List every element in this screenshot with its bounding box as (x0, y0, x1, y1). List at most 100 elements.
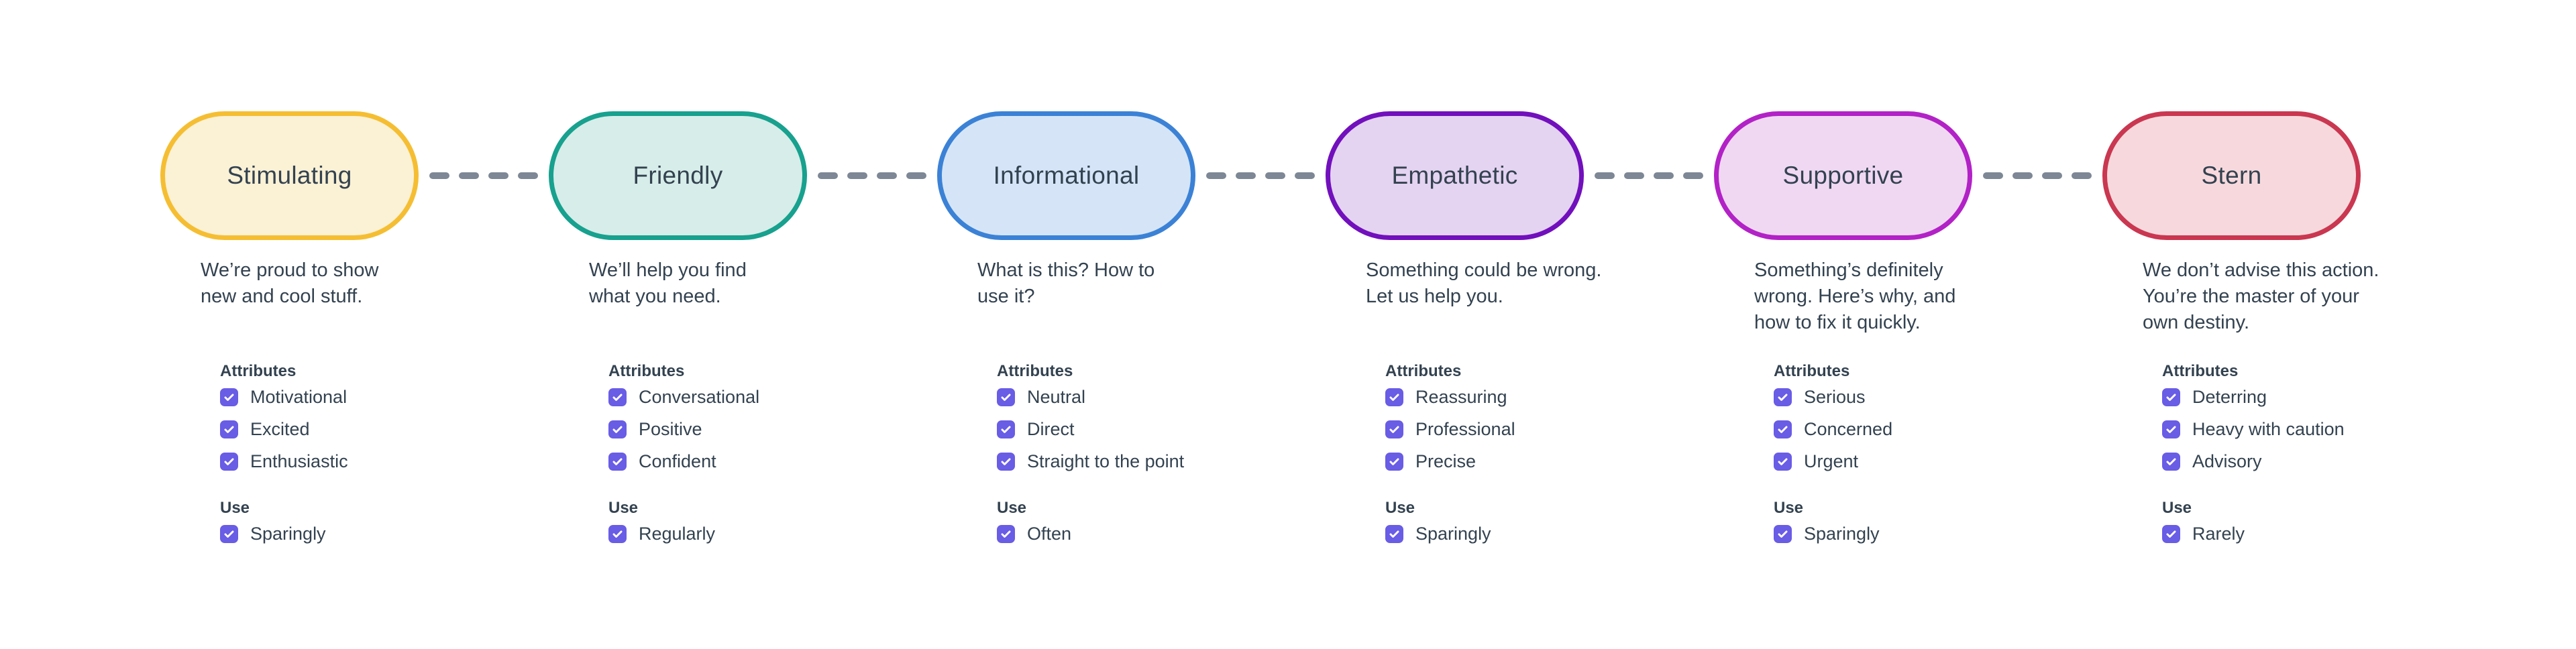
attribute-checkbox-row[interactable]: Positive (608, 413, 759, 445)
attributes-heading: Attributes (608, 362, 685, 380)
checkbox-checked-icon[interactable] (1774, 452, 1792, 471)
checkbox-checked-icon[interactable] (1385, 388, 1403, 406)
tone-pill: Informational (937, 111, 1195, 240)
connector-dash (459, 172, 479, 179)
attribute-label: Advisory (2192, 451, 2262, 471)
tone-description: We’re proud to show new and cool stuff. (201, 259, 379, 307)
dashed-connector (818, 172, 926, 179)
attribute-label: Excited (250, 418, 310, 439)
tone-pill: Stimulating (160, 111, 419, 240)
checkbox-checked-icon[interactable] (2162, 420, 2180, 438)
connector-dash (2042, 172, 2062, 179)
attribute-checkbox-row[interactable]: Excited (220, 413, 348, 445)
use-checkbox-row[interactable]: Sparingly (1385, 518, 1515, 550)
tone-details: Attributes Neutral Direct Straight to th… (997, 362, 1184, 550)
tone-details: Attributes Motivational Excited Enthusia… (220, 362, 348, 550)
tone-pill-label: Friendly (633, 162, 723, 189)
checkbox-checked-icon[interactable] (220, 420, 238, 438)
checkbox-checked-icon[interactable] (608, 388, 627, 406)
attribute-checkbox-row[interactable]: Confident (608, 445, 759, 477)
checkbox-checked-icon[interactable] (2162, 388, 2180, 406)
attribute-checkbox-row[interactable]: Concerned (1774, 413, 1892, 445)
tone-details: Attributes Deterring Heavy with caution … (2162, 362, 2345, 550)
tone-pill-label: Empathetic (1391, 162, 1518, 189)
tone-description: We don’t advise this action. You’re the … (2143, 259, 2379, 333)
connector-dash (2012, 172, 2033, 179)
use-checkbox-row[interactable]: Sparingly (1774, 518, 1892, 550)
use-label: Sparingly (1415, 523, 1491, 544)
checkbox-checked-icon[interactable] (608, 524, 627, 543)
dashed-connector (1983, 172, 2092, 179)
dashed-connector (429, 172, 538, 179)
connector-dash (518, 172, 538, 179)
checkbox-checked-icon[interactable] (1774, 420, 1792, 438)
attribute-checkbox-row[interactable]: Neutral (997, 381, 1184, 413)
use-label: Often (1027, 523, 1072, 544)
use-heading: Use (220, 499, 250, 517)
checkbox-checked-icon[interactable] (1385, 452, 1403, 471)
dashed-connector (1595, 172, 1703, 179)
connector-dash (429, 172, 449, 179)
attribute-checkbox-row[interactable]: Straight to the point (997, 445, 1184, 477)
connector-dash (818, 172, 838, 179)
attribute-checkbox-row[interactable]: Conversational (608, 381, 759, 413)
use-checkbox-row[interactable]: Often (997, 518, 1184, 550)
checkbox-checked-icon[interactable] (1774, 524, 1792, 543)
checkbox-checked-icon[interactable] (220, 388, 238, 406)
attribute-label: Straight to the point (1027, 451, 1185, 471)
checkbox-checked-icon[interactable] (1385, 420, 1403, 438)
attribute-checkbox-row[interactable]: Professional (1385, 413, 1515, 445)
checkbox-checked-icon[interactable] (2162, 452, 2180, 471)
use-checkbox-row[interactable]: Regularly (608, 518, 759, 550)
attribute-label: Confident (639, 451, 716, 471)
connector-dash (1683, 172, 1703, 179)
tone-pill-label: Supportive (1782, 162, 1904, 189)
use-label: Rarely (2192, 523, 2245, 544)
dashed-connector (1206, 172, 1315, 179)
attribute-label: Conversational (639, 386, 760, 407)
tone-pill: Supportive (1714, 111, 1972, 240)
attribute-checkbox-row[interactable]: Direct (997, 413, 1184, 445)
attribute-checkbox-row[interactable]: Motivational (220, 381, 348, 413)
checkbox-checked-icon[interactable] (997, 452, 1015, 471)
connector-dash (1265, 172, 1285, 179)
tone-column: Stimulating We’re proud to show new and … (160, 0, 549, 649)
checkbox-checked-icon[interactable] (220, 452, 238, 471)
use-checkbox-row[interactable]: Rarely (2162, 518, 2345, 550)
attribute-checkbox-row[interactable]: Heavy with caution (2162, 413, 2345, 445)
attribute-label: Reassuring (1415, 386, 1507, 407)
checkbox-checked-icon[interactable] (1385, 524, 1403, 543)
attribute-label: Direct (1027, 418, 1075, 439)
tone-details: Attributes Serious Concerned Urgent Use (1774, 362, 1892, 550)
use-label: Regularly (639, 523, 716, 544)
attribute-label: Motivational (250, 386, 347, 407)
checkbox-checked-icon[interactable] (1774, 388, 1792, 406)
checkbox-checked-icon[interactable] (608, 452, 627, 471)
tone-column: Informational What is this? How to use i… (937, 0, 1326, 649)
attribute-checkbox-row[interactable]: Reassuring (1385, 381, 1515, 413)
attribute-label: Professional (1415, 418, 1515, 439)
connector-dash (1654, 172, 1674, 179)
tone-pill: Friendly (549, 111, 807, 240)
tone-pill: Stern (2102, 111, 2361, 240)
checkbox-checked-icon[interactable] (608, 420, 627, 438)
checkbox-checked-icon[interactable] (220, 524, 238, 543)
attribute-checkbox-row[interactable]: Serious (1774, 381, 1892, 413)
attribute-checkbox-row[interactable]: Precise (1385, 445, 1515, 477)
attribute-checkbox-row[interactable]: Deterring (2162, 381, 2345, 413)
attribute-checkbox-row[interactable]: Enthusiastic (220, 445, 348, 477)
checkbox-checked-icon[interactable] (2162, 524, 2180, 543)
use-checkbox-row[interactable]: Sparingly (220, 518, 348, 550)
attributes-list: Motivational Excited Enthusiastic (220, 381, 348, 477)
attribute-checkbox-row[interactable]: Urgent (1774, 445, 1892, 477)
connector-dash (1624, 172, 1644, 179)
checkbox-checked-icon[interactable] (997, 388, 1015, 406)
connector-dash (488, 172, 508, 179)
attribute-checkbox-row[interactable]: Advisory (2162, 445, 2345, 477)
tone-pill-label: Informational (993, 162, 1140, 189)
connector-dash (1206, 172, 1226, 179)
attribute-label: Heavy with caution (2192, 418, 2345, 439)
checkbox-checked-icon[interactable] (997, 420, 1015, 438)
use-label: Sparingly (250, 523, 326, 544)
checkbox-checked-icon[interactable] (997, 524, 1015, 543)
